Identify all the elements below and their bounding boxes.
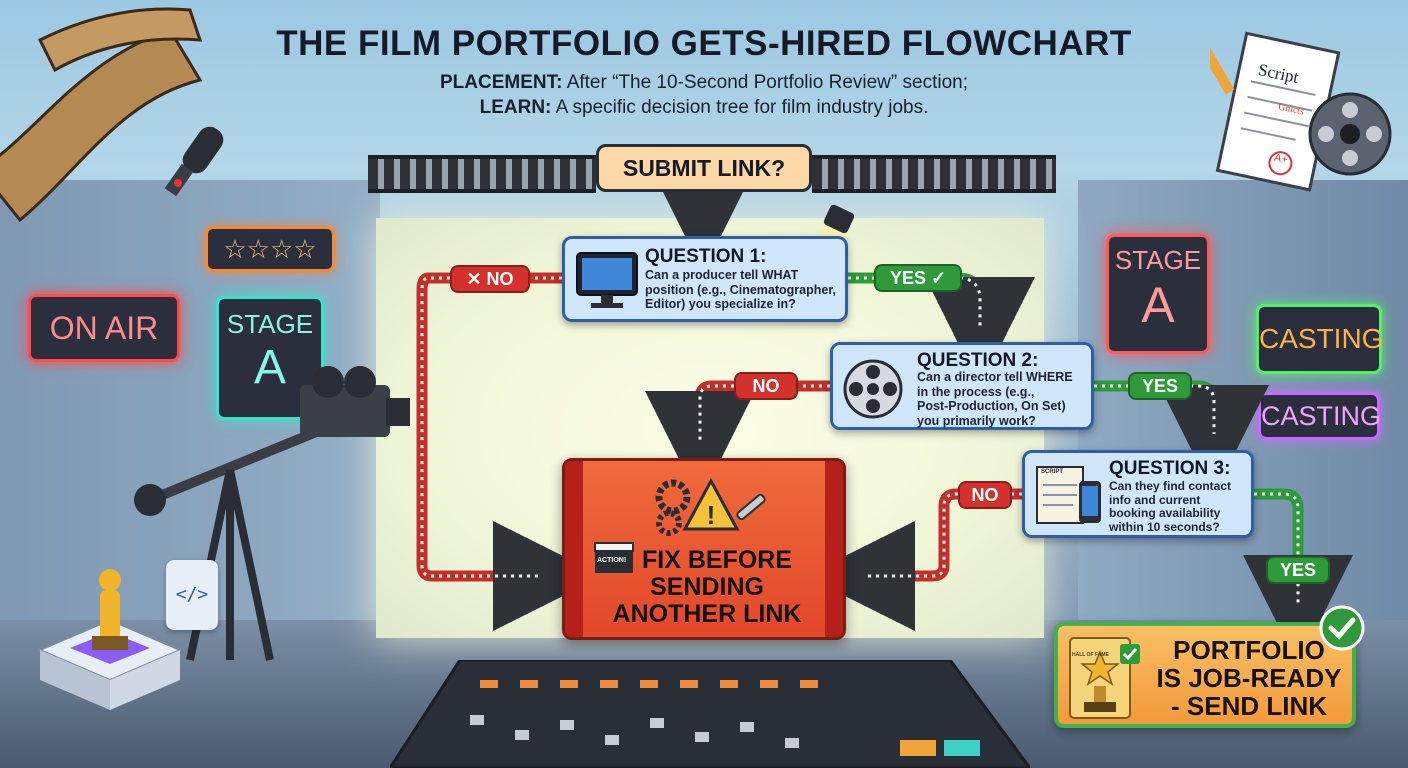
result-line: - SEND LINK [1171, 691, 1327, 721]
fix-line: ANOTHER LINK [612, 600, 802, 628]
clapperboard-icon [594, 542, 634, 573]
casting-neon-sign-2: CASTING [1258, 392, 1381, 440]
curtain-right [825, 461, 843, 637]
answer-yes-q2: YES [1128, 372, 1192, 400]
stars-neon-sign: ☆☆☆☆ [205, 226, 335, 272]
placement-label: PLACEMENT: [440, 72, 563, 93]
subtitle-placement: PLACEMENT: After “The 10-Second Portfoli… [0, 72, 1408, 94]
learn-text: A specific decision tree for film indust… [555, 97, 929, 118]
question-1-line: Can a producer tell WHAT [645, 268, 799, 282]
film-strip-icon [0, 7, 203, 223]
question-1-line: position (e.g., Cinematographer, [645, 282, 836, 297]
question-3-node: SCRIPT QUESTION 3: Can they find contact… [1022, 450, 1254, 538]
question-3-line: Can they find contact [1109, 479, 1232, 493]
fix-line: FIX BEFORE [641, 546, 792, 574]
result-label: PORTFOLIO IS JOB-READY - SEND LINK [1144, 636, 1354, 720]
question-3-line: info and current [1109, 492, 1201, 507]
answer-no-q2: NO [734, 372, 798, 400]
question-2-text: Can a director tell WHERE in the process… [917, 370, 1073, 428]
monitor-icon [576, 252, 638, 308]
code-icon: </> [166, 560, 218, 630]
question-1-line: Editor) you specialize in? [645, 297, 796, 311]
question-2-line: you primarily work? [917, 413, 1036, 428]
page-title: THE FILM PORTFOLIO GETS-HIRED FLOWCHART [276, 24, 1132, 63]
check-badge-icon [1319, 605, 1365, 651]
question-1-text: Can a producer tell WHAT position (e.g.,… [645, 268, 836, 312]
question-3-line: within 10 seconds? [1109, 519, 1220, 534]
answer-no-q3: NO [958, 481, 1012, 509]
answer-yes-q3: YES [1266, 556, 1330, 584]
question-3-line: booking availability [1109, 506, 1221, 520]
question-2-line: Post-Production, On Set) [917, 399, 1066, 413]
question-2-node: QUESTION 2: Can a director tell WHERE in… [830, 342, 1094, 430]
question-2-line: in the process (e.g., [917, 384, 1035, 399]
script-label: SCRIPT [1041, 469, 1064, 475]
fix-node: ! ACTION! FIX BEFORE SENDING ANOTHER LIN… [562, 458, 846, 640]
filmstrip-left [368, 155, 596, 193]
stage-label: STAGE [226, 309, 314, 339]
stage-a-neon-sign-right: STAGE A [1106, 234, 1210, 354]
learn-label: LEARN: [479, 97, 552, 118]
start-node: SUBMIT LINK? [596, 144, 812, 192]
answer-no-q1: ✕ NO [450, 265, 530, 293]
question-3-title: QUESTION 3: [1109, 458, 1231, 479]
result-line: PORTFOLIO [1173, 635, 1325, 665]
svg-text:!: ! [707, 500, 716, 530]
filmstrip-right [812, 155, 1056, 193]
curtain-left [565, 461, 583, 637]
question-1-node: QUESTION 1: Can a producer tell WHAT pos… [562, 236, 848, 322]
casting-neon-sign-1: CASTING [1256, 304, 1383, 374]
result-line: IS JOB-READY [1156, 663, 1342, 693]
subtitle-learn: LEARN: A specific decision tree for film… [0, 97, 1408, 119]
question-2-line: Can a director tell WHERE [917, 370, 1073, 384]
trophy-icon [1069, 637, 1131, 719]
film-reel-icon [843, 359, 903, 419]
checkbox-icon [1120, 644, 1140, 664]
fix-label: FIX BEFORE SENDING ANOTHER LINK [565, 546, 843, 628]
plaque-label: HALL OF FAME [1072, 652, 1109, 658]
result-node: HALL OF FAME PORTFOLIO IS JOB-READY - SE… [1054, 622, 1356, 728]
question-3-text: Can they find contact info and current b… [1109, 479, 1232, 534]
on-air-neon-sign: ON AIR [28, 294, 180, 362]
script-document-icon [1210, 31, 1392, 192]
stage-label: STAGE [1114, 245, 1202, 275]
trophy-pedestal-icon [37, 569, 183, 710]
fix-line: SENDING [650, 573, 764, 601]
answer-yes-q1: YES ✓ [874, 264, 962, 292]
mixing-console-icon [390, 660, 1030, 768]
script-phone-icon [1036, 466, 1101, 524]
microphone-icon [164, 126, 224, 197]
question-1-title: QUESTION 1: [645, 246, 767, 267]
stage-letter: A [1141, 277, 1175, 333]
stage-letter: A [253, 341, 286, 394]
question-2-title: QUESTION 2: [917, 350, 1039, 371]
placement-text: After “The 10-Second Portfolio Review” s… [566, 72, 968, 93]
clapper-label: ACTION! [597, 557, 627, 564]
warning-tools-icon: ! [655, 477, 766, 536]
